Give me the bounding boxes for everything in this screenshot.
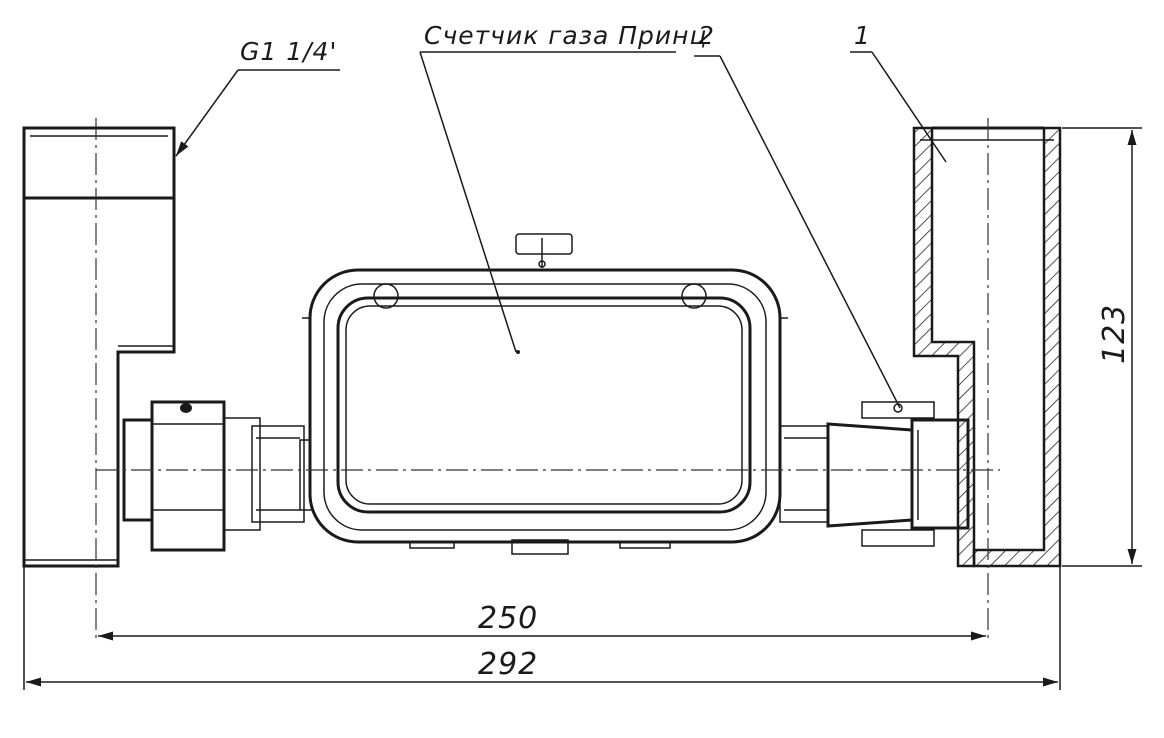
center-lines [95, 118, 1000, 640]
part-number-1-label: 1 [854, 21, 871, 50]
dimension-123-label: 123 [1097, 304, 1132, 364]
part-number-2-label: 2 [698, 21, 715, 50]
dimension-250-label: 250 [478, 601, 538, 636]
leader-lines [175, 51, 947, 409]
thread-leader [175, 69, 239, 157]
thread-size-label: G1 1/4' [240, 37, 337, 66]
part-1-leader [871, 51, 947, 163]
meter-body [302, 233, 788, 555]
right-connector [779, 401, 970, 547]
right-elbow-section [912, 126, 1062, 568]
meter-name-leader [419, 51, 517, 353]
meter-name-label: Счетчик газа Принц [424, 21, 708, 50]
left-connector [223, 417, 317, 531]
dimension-lines [23, 127, 1142, 690]
dimension-292-label: 292 [478, 647, 538, 682]
left-union-nut [122, 400, 226, 552]
part-2-leader [719, 55, 901, 409]
left-elbow-fitting [22, 126, 176, 568]
